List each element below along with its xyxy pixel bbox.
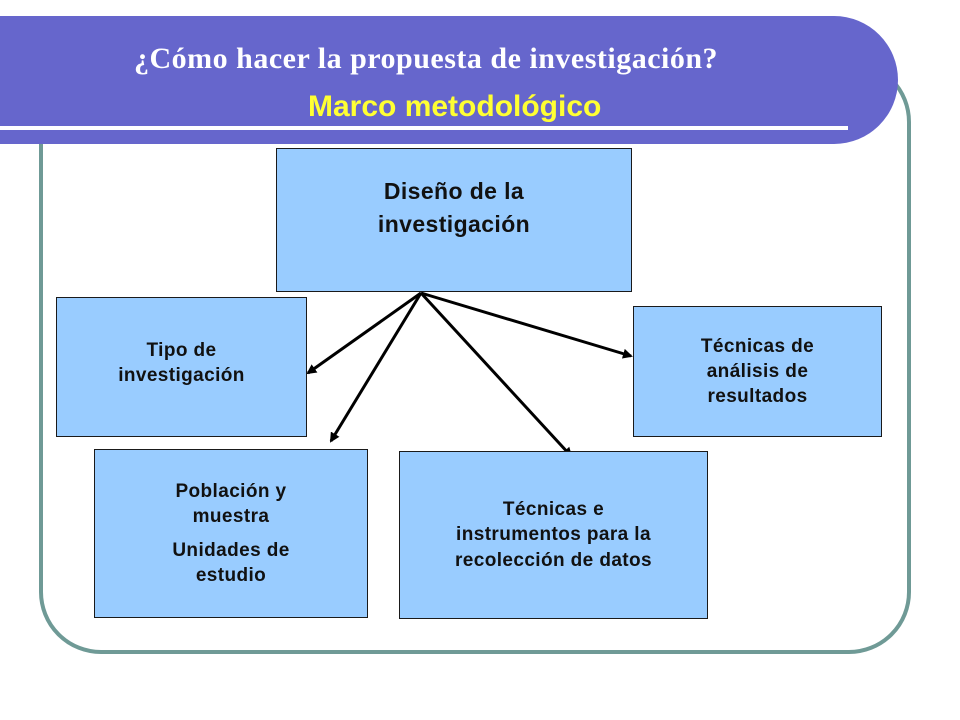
arrow-to-tecnicas-analisis (420, 291, 633, 359)
node-tecnicas-recoleccion: Técnicas e instrumentos para la recolecc… (399, 451, 708, 619)
node-label-line: análisis de (706, 360, 809, 382)
node-label-line: estudio (195, 564, 267, 586)
node-diseno-investigacion: Diseño de la investigación (276, 148, 632, 292)
header-underline (0, 126, 848, 130)
node-label-line: Técnicas de (700, 335, 815, 357)
slide-subtitle: Marco metodológico (308, 90, 602, 123)
node-label-line: investigación (118, 365, 245, 386)
node-label-line: muestra (192, 506, 270, 528)
node-tecnicas-analisis: Técnicas de análisis de resultados (633, 306, 882, 437)
node-label-line: Tipo de (146, 339, 217, 361)
arrow-to-poblacion (329, 292, 423, 443)
node-label-line: instrumentos para la (456, 524, 651, 546)
node-label-line: Población y (175, 480, 287, 502)
node-label-line: Técnicas e (502, 499, 605, 521)
node-label-line: Diseño de la (383, 178, 525, 204)
slide-title: ¿Cómo hacer la propuesta de investigació… (134, 42, 719, 75)
node-label-line: recolección de datos (454, 549, 652, 571)
node-label-line: resultados (707, 386, 808, 408)
node-label-line: Unidades de (172, 539, 290, 561)
node-label-line: investigación (377, 211, 531, 238)
arrow-to-tipo (306, 291, 422, 375)
header-band (0, 16, 898, 144)
node-tipo-investigacion: Tipo de investigación (56, 297, 307, 437)
node-poblacion-muestra: Población y muestra Unidades de estudio (94, 449, 368, 618)
arrow-to-tecnicas-recoleccion (419, 291, 573, 458)
